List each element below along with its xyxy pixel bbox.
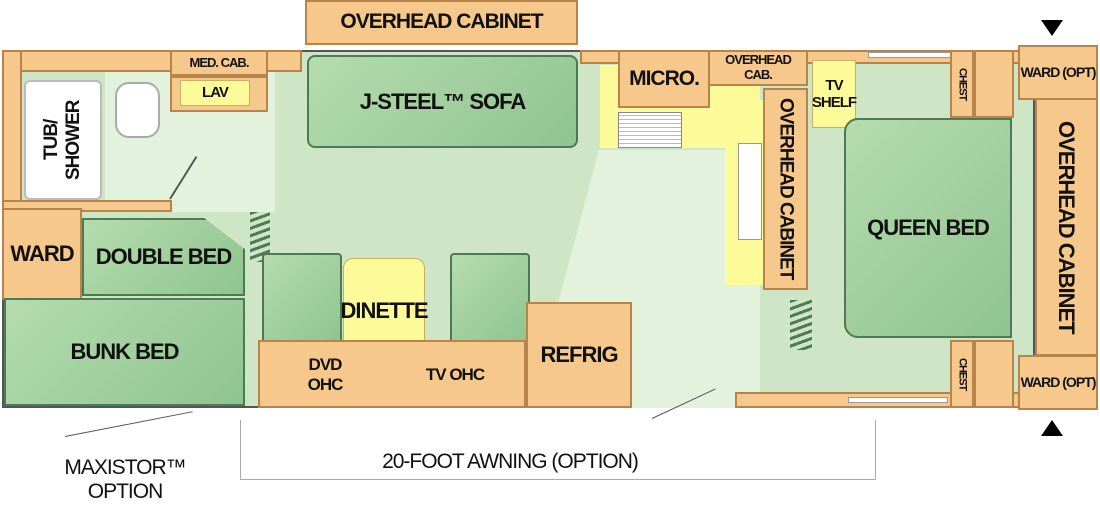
chest-top: CHEST <box>950 50 974 118</box>
double-bed: DOUBLE BED <box>82 218 245 296</box>
toilet <box>115 82 160 138</box>
ohc-base <box>258 340 526 408</box>
overhead-cabinet-right: OVERHEAD CABINET <box>1035 98 1098 356</box>
sofa: J-STEEL™ SOFA <box>307 55 578 148</box>
dvd-ohc: DVD OHC <box>307 355 344 394</box>
tv-shelf: TV SHELF <box>812 60 857 128</box>
tub-shower: TUB/ SHOWER <box>24 80 102 200</box>
chest-frame-bottom <box>974 340 1014 408</box>
queen-bed: QUEEN BED <box>844 118 1012 338</box>
chest-bottom: CHEST <box>950 340 974 408</box>
overhead-cabinet-top: OVERHEAD CABINET <box>305 0 578 45</box>
entry-steps <box>250 212 270 262</box>
awning-bracket <box>240 420 876 480</box>
maxistor-label: MAXISTOR™ OPTION <box>64 455 186 503</box>
awning-label: 20-FOOT AWNING (OPTION) <box>382 449 639 473</box>
lav-sink: LAV <box>180 80 250 106</box>
chest-frame-top <box>974 50 1014 118</box>
overhead-cabinet-kitchen: OVERHEAD CABINET <box>763 88 808 290</box>
stove <box>618 112 682 148</box>
tv-ohc: TV OHC <box>425 365 485 385</box>
dinette-table: DINETTE <box>340 258 429 343</box>
bunk-bed: BUNK BED <box>4 298 245 406</box>
dinette-seat-right <box>450 253 530 343</box>
window <box>848 397 948 403</box>
section-arrow-down-icon <box>1041 20 1063 36</box>
kitchen-sink <box>738 143 762 240</box>
dinette-seat-left <box>262 253 342 343</box>
wall-left <box>2 50 22 210</box>
ward-opt-top: WARD (OPT) <box>1018 45 1098 100</box>
rear-steps <box>790 300 812 350</box>
microwave: MICRO. <box>618 50 710 108</box>
maxistor-pointer <box>64 411 193 437</box>
med-cabinet: MED. CAB. <box>170 50 268 76</box>
ward-opt-bottom: WARD (OPT) <box>1018 355 1098 410</box>
overhead-cab-small: OVERHEAD CAB. <box>708 50 808 86</box>
section-arrow-up-icon <box>1041 420 1063 436</box>
refrigerator: REFRIG <box>526 302 632 408</box>
wardrobe: WARD <box>2 208 82 300</box>
